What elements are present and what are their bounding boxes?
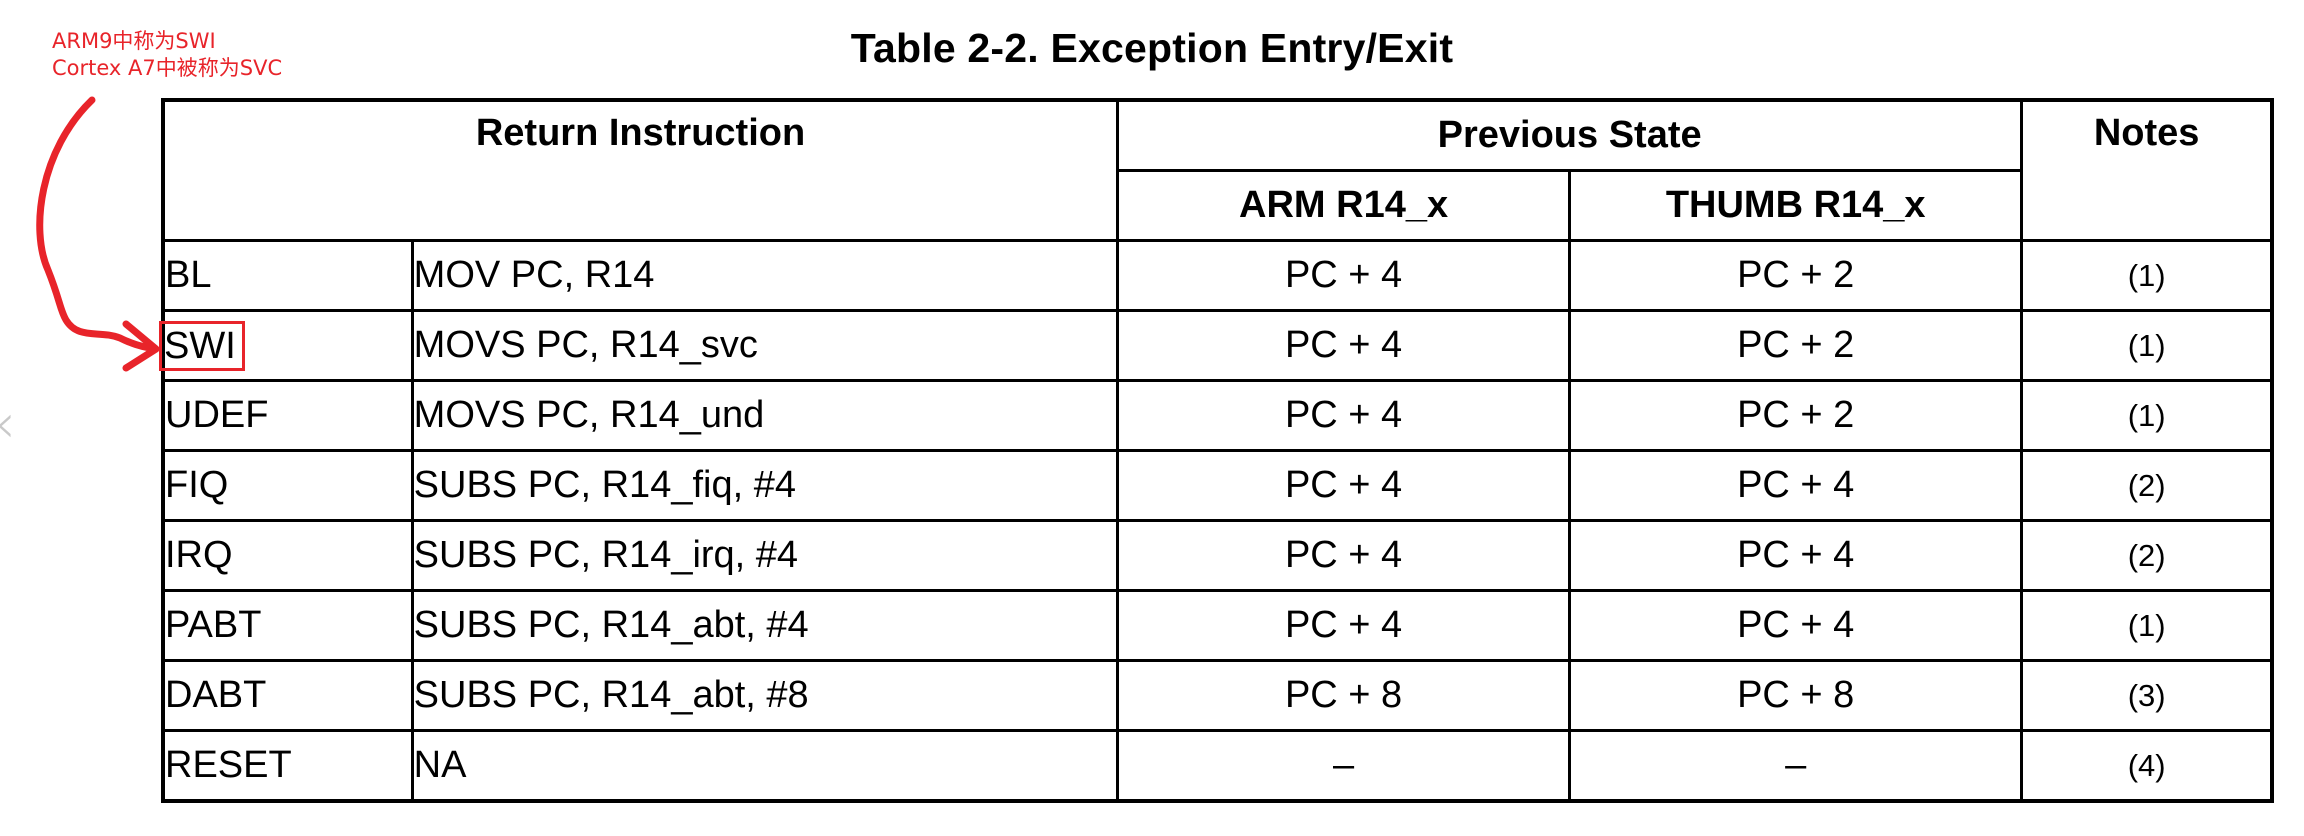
row-name: BL [161, 239, 414, 312]
table-row: SWI MOVS PC, R14_svc PC + 4 PC + 2 (1) [159, 309, 2274, 382]
row-instruction: NA [410, 729, 1120, 803]
table-row: DABT SUBS PC, R14_abt, #8 PC + 8 PC + 8 … [161, 659, 2274, 732]
header-thumb: THUMB R14_x [1568, 169, 2024, 242]
row-name: IRQ [161, 519, 414, 592]
row-thumb: – [1568, 729, 2024, 803]
row-instruction: SUBS PC, R14_abt, #4 [410, 589, 1120, 662]
row-name: PABT [161, 589, 414, 662]
header-row-2: ARM R14_x THUMB R14_x [163, 169, 2272, 242]
row-notes: (1) [2020, 379, 2274, 452]
row-instruction: SUBS PC, R14_abt, #8 [410, 659, 1120, 732]
row-name: DABT [161, 659, 414, 732]
row-arm: PC + 4 [1116, 239, 1572, 312]
row-notes: (1) [2020, 239, 2274, 312]
annotation-line-1: ARM9中称为SWI [52, 29, 216, 53]
row-instruction: MOV PC, R14 [410, 239, 1120, 312]
row-name-swi-cell: SWI [159, 309, 414, 382]
row-name: UDEF [161, 379, 414, 452]
header-arm: ARM R14_x [1116, 169, 1572, 242]
header-row-1: Return Instruction Previous State Notes [161, 98, 2274, 242]
handwritten-annotation: ARM9中称为SWI Cortex A7中被称为SVC [52, 28, 282, 82]
row-thumb: PC + 2 [1568, 379, 2024, 452]
header-notes: Notes [2020, 98, 2274, 242]
row-arm: PC + 4 [1116, 309, 1572, 382]
chevron-left-icon[interactable]: ‹ [0, 392, 16, 455]
table-title: Table 2-2. Exception Entry/Exit [850, 25, 1454, 71]
exception-table: Return Instruction Previous State Notes … [159, 98, 2274, 803]
table-row: UDEF MOVS PC, R14_und PC + 4 PC + 2 (1) [161, 379, 2274, 452]
row-thumb: PC + 4 [1568, 519, 2024, 592]
table-row: BL MOV PC, R14 PC + 4 PC + 2 (1) [161, 239, 2274, 312]
row-notes: (2) [2020, 519, 2274, 592]
row-arm: PC + 4 [1116, 589, 1572, 662]
row-arm: PC + 4 [1116, 379, 1572, 452]
table-row: RESET NA – – (4) [161, 729, 2274, 803]
row-thumb: PC + 8 [1568, 659, 2024, 732]
row-arm: PC + 4 [1116, 519, 1572, 592]
row-notes: (1) [2020, 589, 2274, 662]
row-thumb: PC + 4 [1568, 449, 2024, 522]
row-notes: (2) [2020, 449, 2274, 522]
header-previous-state: Previous State [1116, 98, 2024, 172]
table-row: PABT SUBS PC, R14_abt, #4 PC + 4 PC + 4 … [161, 589, 2274, 662]
row-instruction: MOVS PC, R14_und [410, 379, 1120, 452]
row-name: RESET [161, 729, 414, 803]
row-arm: – [1116, 729, 1572, 803]
row-thumb: PC + 2 [1568, 239, 2024, 312]
row-instruction: SUBS PC, R14_irq, #4 [410, 519, 1120, 592]
annotation-line-2: Cortex A7中被称为SVC [52, 56, 283, 80]
row-name-highlighted: SWI [159, 320, 245, 371]
table-title-wrap: Table 2-2. Exception Entry/Exit [0, 25, 2304, 72]
row-notes: (3) [2020, 659, 2274, 732]
row-name: FIQ [161, 449, 414, 522]
table-row: FIQ SUBS PC, R14_fiq, #4 PC + 4 PC + 4 (… [161, 449, 2274, 522]
row-arm: PC + 4 [1116, 449, 1572, 522]
row-thumb: PC + 2 [1568, 309, 2024, 382]
row-arm: PC + 8 [1116, 659, 1572, 732]
table-row: IRQ SUBS PC, R14_irq, #4 PC + 4 PC + 4 (… [161, 519, 2274, 592]
row-instruction: MOVS PC, R14_svc [410, 309, 1120, 382]
row-notes: (4) [2020, 729, 2274, 803]
row-thumb: PC + 4 [1568, 589, 2024, 662]
header-return-instruction: Return Instruction [161, 98, 1120, 242]
row-notes: (1) [2020, 309, 2274, 382]
row-instruction: SUBS PC, R14_fiq, #4 [410, 449, 1120, 522]
